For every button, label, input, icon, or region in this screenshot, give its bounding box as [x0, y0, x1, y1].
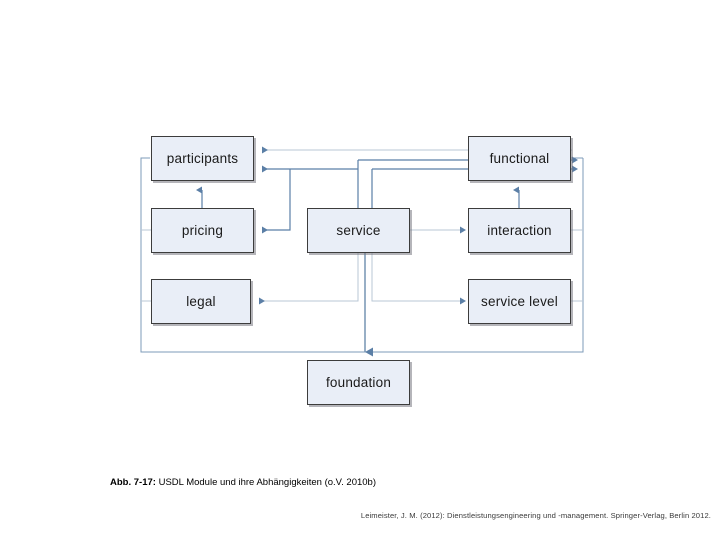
node-service-level-label: service level [481, 294, 558, 309]
figure-caption-line: Abb. 7-17: USDL Module und ihre Abhängig… [110, 476, 650, 489]
node-service-label: service [336, 223, 381, 238]
node-legal-label: legal [186, 294, 216, 309]
node-interaction-label: interaction [487, 223, 552, 238]
node-functional-label: functional [489, 151, 550, 166]
figure-caption-number: Abb. 7-17: [110, 477, 156, 488]
node-participants[interactable]: participants [151, 136, 254, 181]
node-pricing-label: pricing [181, 223, 224, 238]
node-service-level[interactable]: service level [468, 279, 571, 324]
node-foundation[interactable]: foundation [307, 360, 410, 405]
node-interaction[interactable]: interaction [468, 208, 571, 253]
source-reference-text: Leimeister, J. M. (2012): Dienstleistung… [360, 511, 711, 520]
node-participants-label: participants [166, 151, 239, 166]
figure-caption: Abb. 7-17: USDL Module und ihre Abhängig… [110, 476, 650, 489]
node-service[interactable]: service [307, 208, 410, 253]
node-functional[interactable]: functional [468, 136, 571, 181]
node-pricing[interactable]: pricing [151, 208, 254, 253]
figure-caption-title: USDL Module und ihre Abhängigkeiten (o.V… [155, 477, 376, 488]
node-foundation-label: foundation [325, 375, 392, 390]
node-legal[interactable]: legal [151, 279, 251, 324]
diagram-area: participants pricing legal service found… [140, 136, 584, 405]
source-reference: Leimeister, J. M. (2012): Dienstleistung… [281, 511, 711, 520]
